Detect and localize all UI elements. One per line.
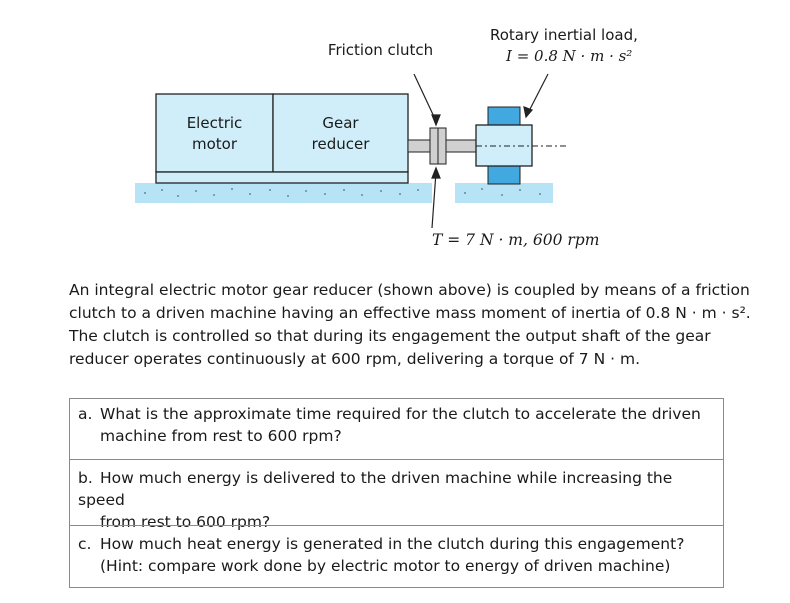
leader-arrows [413, 73, 549, 229]
question-text: What is the approximate time required fo… [100, 405, 701, 423]
foundation-right [455, 183, 553, 203]
load-pedestal-top [487, 106, 521, 126]
clutch-diagram [135, 73, 568, 229]
motor-label-line1: Electric [186, 114, 243, 132]
gear-label-line1: Gear [322, 114, 359, 132]
friction-clutch-label: Friction clutch [327, 41, 434, 59]
foundation-speckles [144, 188, 541, 197]
clutch-disc-right [437, 127, 447, 165]
question-text-cont: machine from rest to 600 rpm? [100, 427, 342, 445]
question-divider [70, 459, 723, 460]
question-b: b.How much energy is delivered to the dr… [78, 467, 710, 533]
torque-speed-label: T = 7 N · m, 600 rpm [432, 231, 600, 249]
question-a: a. What is the approximate time required … [78, 403, 710, 447]
question-text-cont: (Hint: compare work done by electric mot… [100, 557, 671, 575]
question-text-cont: from rest to 600 rpm? [100, 513, 271, 531]
question-letter: b. [78, 469, 93, 487]
foundation-left [135, 183, 432, 203]
load-pedestal-bottom [487, 165, 521, 185]
question-text: How much heat energy is generated in the… [100, 535, 685, 553]
gear-label-line2: reducer [311, 135, 370, 153]
motor-label-line2: motor [191, 135, 237, 153]
question-text: How much energy is delivered to the driv… [78, 469, 673, 509]
questions-box: a. What is the approximate time required … [69, 398, 724, 588]
clutch-disc-left [429, 127, 439, 165]
question-c: c. How much heat energy is generated in t… [78, 533, 710, 577]
electric-motor-box [155, 93, 274, 173]
question-letter: c. [78, 535, 92, 553]
question-divider [70, 525, 723, 526]
output-shaft [407, 139, 431, 153]
problem-statement: An integral electric motor gear reducer … [69, 281, 751, 368]
driven-shaft [445, 139, 477, 153]
question-letter: a. [78, 405, 93, 423]
rotary-load-label: Rotary inertial load, [490, 26, 638, 44]
inertia-value-label: I = 0.8 N · m · s² [506, 47, 633, 65]
motor-foot [155, 171, 409, 184]
